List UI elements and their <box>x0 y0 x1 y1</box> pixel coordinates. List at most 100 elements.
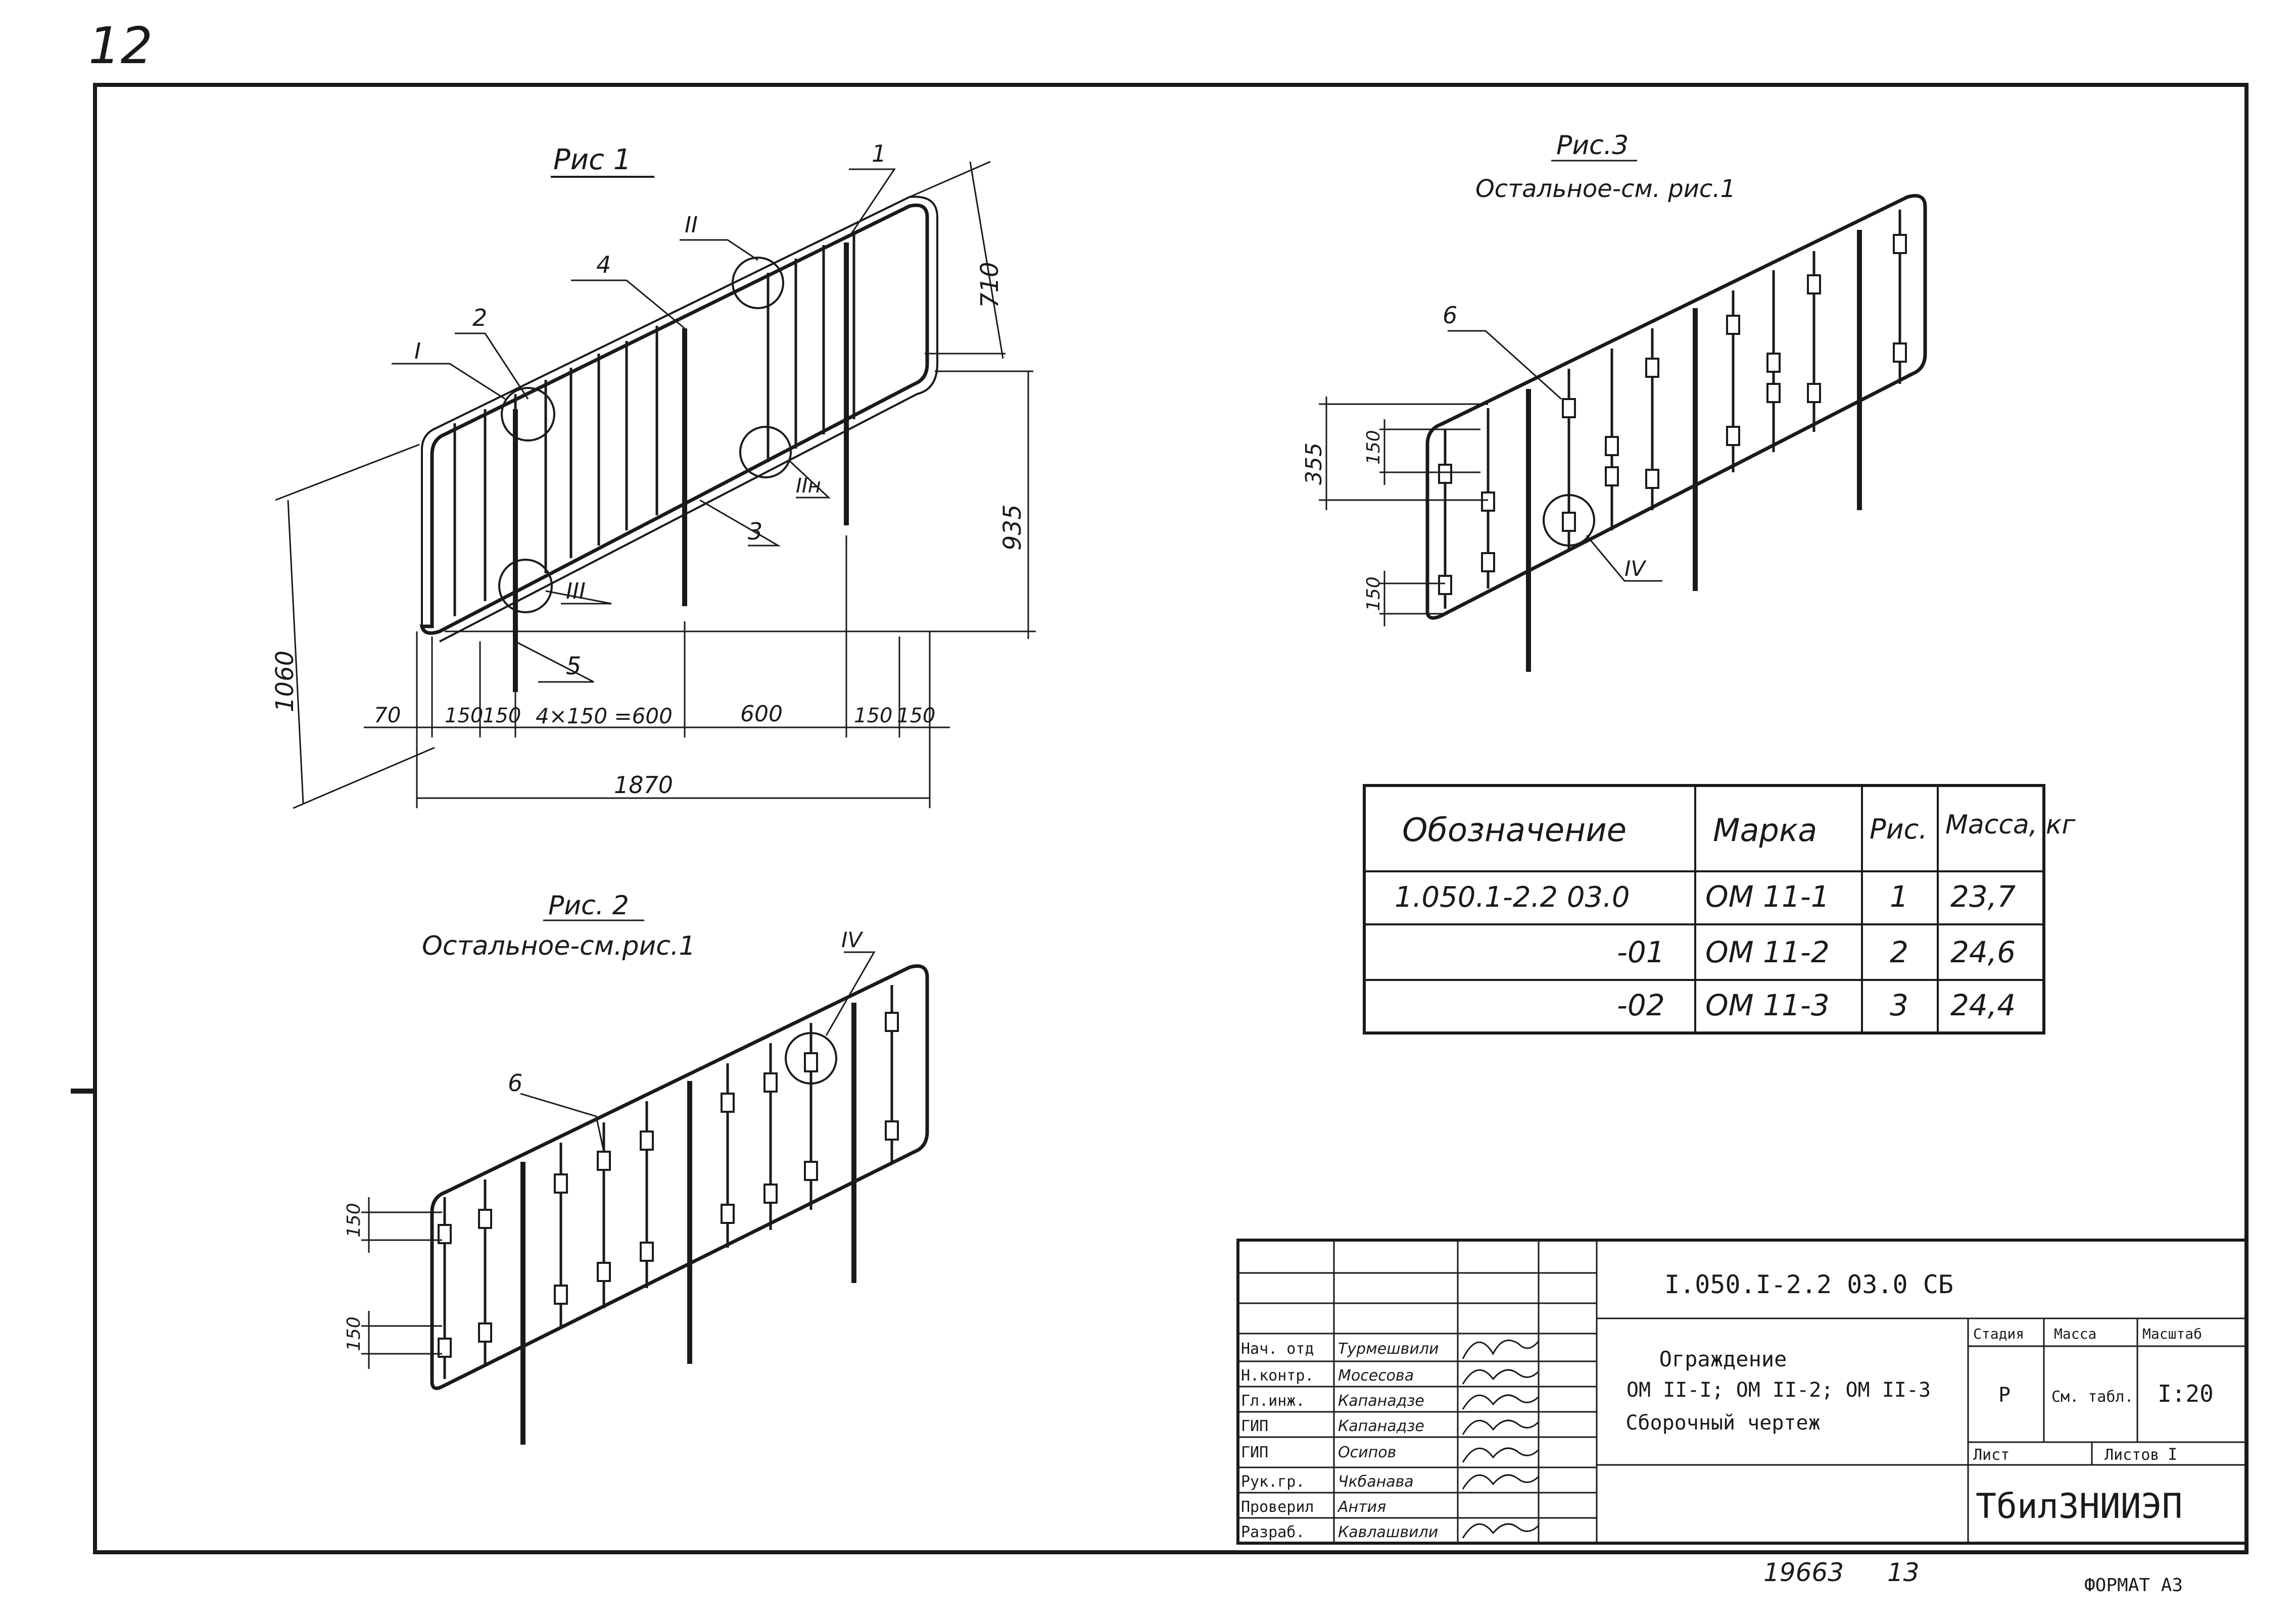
fig3-dim-150b: 150 <box>1363 576 1384 611</box>
fig1-callout-3: 3 <box>748 518 762 545</box>
name-4: Капанадзе <box>1338 1417 1424 1435</box>
fig1-dim-710: 710 <box>976 262 1004 308</box>
fig1-detail-label-IIn: IIн <box>796 474 821 498</box>
spec-cell-r2-mark: ОМ 11-2 <box>1705 935 1830 969</box>
fig2-subtitle: Остальное-см.рис.1 <box>422 931 695 961</box>
fig1-railing-frame <box>419 203 929 635</box>
spec-header-mark: Марка <box>1713 812 1817 849</box>
fig1-dim-150d: 150 <box>897 704 935 727</box>
fig3-dim-355: 355 <box>1301 442 1327 485</box>
title-sheet-label: Лист <box>1973 1446 2010 1464</box>
role-3: Гл.инж. <box>1241 1392 1305 1410</box>
name-3: Капанадзе <box>1338 1392 1424 1410</box>
title-stage-label: Стадия <box>1973 1325 2024 1342</box>
fig1-title: Рис 1 <box>553 143 631 176</box>
title-line-3: Сборочный чертеж <box>1625 1411 1820 1435</box>
fig2-dim-150b: 150 <box>344 1316 364 1351</box>
sheet-frame <box>93 83 2249 1554</box>
title-doc-code: I.050.I-2.2 03.0 СБ <box>1664 1270 1953 1299</box>
fig1-dim-4x150: 4×150 =600 <box>536 704 673 728</box>
fig3-railing-frame <box>1425 194 1927 620</box>
fig1-dim-1060: 1060 <box>271 651 299 712</box>
role-6: Рук.гр. <box>1241 1473 1305 1491</box>
fig1-dim-935: 935 <box>998 504 1027 551</box>
fig2-posts <box>520 1003 856 1445</box>
title-scale-label: Масштаб <box>2142 1325 2202 1342</box>
fig1-detail-label-III: III <box>566 578 586 604</box>
spec-cell-r2-figure: 2 <box>1890 935 1908 969</box>
title-mass-label: Масса <box>2054 1325 2096 1342</box>
fig1-dim-150c: 150 <box>854 704 892 727</box>
fig3-balusters <box>1444 210 1901 609</box>
fig1-detail-circle-II <box>732 257 784 309</box>
fig1-detail-circle-III <box>498 559 553 613</box>
spec-header-designation: Обозначение <box>1402 812 1627 849</box>
fig2-balusters <box>443 985 893 1379</box>
figure-2: Рис. 2 Остальное-см.рис.1 <box>344 891 929 1445</box>
fig1-detail-label-I: I <box>414 338 421 364</box>
fig2-callout-6: 6 <box>508 1069 522 1097</box>
spec-cell-r2-mass: 24,6 <box>1950 935 2016 969</box>
fig3-title: Рис.3 <box>1556 130 1629 161</box>
spec-cell-r1-designation: 1.050.1-2.2 03.0 <box>1395 881 1630 914</box>
title-block: I.050.I-2.2 03.0 СБ Ограждение ОМ II-I; … <box>1236 1239 2248 1545</box>
fig1-railing-outer <box>421 195 938 643</box>
fig1-dim-150a: 150 <box>445 704 483 727</box>
title-line-2: ОМ II-I; ОМ II-2; ОМ II-3 <box>1627 1379 1931 1402</box>
spec-cell-r1-figure: 1 <box>1890 879 1908 914</box>
title-mass-value: См. табл. <box>2051 1388 2134 1406</box>
fig2-railing-frame <box>430 964 929 1390</box>
sheet-corner-number: 12 <box>88 16 153 75</box>
fig3-detail-label-IV: IV <box>1624 556 1647 581</box>
fig1-dim-600: 600 <box>740 701 783 727</box>
fig2-detail-circle-IV <box>785 1032 837 1085</box>
fig1-dimension-lines <box>275 161 1036 809</box>
role-5: ГИП <box>1241 1444 1268 1461</box>
spec-table: Обозначение Марка Рис. Масса, кг 1.050.1… <box>1363 784 2076 1035</box>
fig1-detail-label-II: II <box>685 212 698 238</box>
title-organization: Тбил3НИИЭП <box>1976 1487 2182 1527</box>
title-sheets-label: Листов <box>2105 1446 2159 1464</box>
fig2-detail-label-IV: IV <box>841 927 864 952</box>
fig1-dim-1870: 1870 <box>614 771 673 799</box>
fig3-posts <box>1526 230 1862 672</box>
spec-cell-r3-figure: 3 <box>1890 988 1908 1022</box>
spec-cell-r1-mass: 23,7 <box>1950 879 2016 914</box>
name-7: Антия <box>1337 1498 1386 1516</box>
fig3-detail-circle-IV <box>1543 494 1595 547</box>
footer-page-number: 13 <box>1887 1558 1920 1587</box>
fig1-dim-150b: 150 <box>483 704 521 727</box>
fig2-title: Рис. 2 <box>548 891 629 921</box>
name-6: Чкбанава <box>1338 1473 1414 1491</box>
fig3-callout-6: 6 <box>1443 302 1457 329</box>
role-4: ГИП <box>1241 1417 1268 1435</box>
role-8: Разраб. <box>1241 1523 1305 1541</box>
fig3-subtitle: Остальное-см. рис.1 <box>1475 175 1736 203</box>
fig1-callout-2: 2 <box>472 304 487 331</box>
name-8: Кавлашвили <box>1338 1523 1438 1541</box>
name-1: Турмешвили <box>1338 1340 1439 1358</box>
fig2-dim-150a: 150 <box>344 1203 364 1238</box>
spec-cell-r3-designation: -02 <box>1617 988 1665 1022</box>
spec-cell-r2-designation: -01 <box>1617 935 1665 969</box>
title-scale-value: I:20 <box>2158 1380 2214 1407</box>
footer-format: ФОРМАТ А3 <box>2084 1575 2183 1596</box>
fig1-dim-70: 70 <box>374 703 401 727</box>
role-1: Нач. отд <box>1241 1340 1314 1358</box>
title-stage-value: Р <box>1998 1384 2011 1407</box>
fig1-callout-5: 5 <box>566 652 582 680</box>
spec-cell-r1-mark: ОМ 11-1 <box>1705 879 1830 914</box>
spec-header-figure: Рис. <box>1870 813 1928 845</box>
title-sheets-value: I <box>2168 1445 2177 1464</box>
role-2: Н.контр. <box>1241 1367 1314 1385</box>
figure-1: Рис 1 <box>271 140 1036 809</box>
spec-cell-r3-mass: 24,4 <box>1950 988 2016 1022</box>
spec-cell-r3-mark: ОМ 11-3 <box>1705 988 1830 1022</box>
figure-3: Рис.3 Остальное-см. рис.1 <box>1301 130 1927 672</box>
spec-header-mass: Масса, кг <box>1945 810 2076 840</box>
title-line-1: Ограждение <box>1659 1347 1787 1371</box>
fig1-detail-circle-I <box>501 387 555 441</box>
fig1-callout-4: 4 <box>596 251 611 278</box>
fig1-callout-1: 1 <box>872 140 886 167</box>
